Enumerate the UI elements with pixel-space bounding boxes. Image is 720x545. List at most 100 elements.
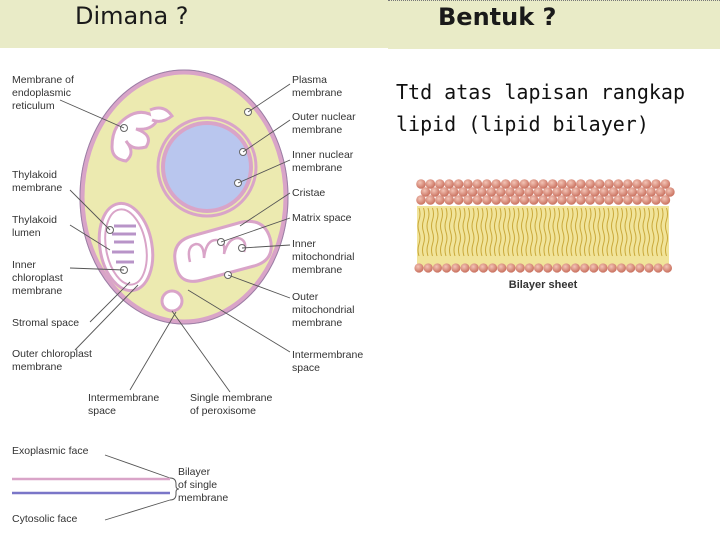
lipid-head bbox=[472, 179, 483, 189]
lipid-head bbox=[632, 179, 642, 189]
lipid-head bbox=[467, 187, 478, 197]
lipid-head bbox=[416, 195, 426, 205]
lipid-head bbox=[510, 195, 520, 205]
lipid-tail bbox=[525, 207, 529, 257]
lipid-head bbox=[627, 187, 638, 197]
lipid-head bbox=[651, 195, 661, 205]
lipid-head bbox=[442, 263, 452, 273]
lipid-tail bbox=[548, 207, 551, 257]
bilayer-tails bbox=[417, 207, 668, 257]
lipid-head bbox=[604, 179, 614, 189]
peroxisome bbox=[160, 289, 184, 313]
lipid-head bbox=[514, 187, 525, 197]
lipid-head bbox=[463, 179, 473, 189]
lipid-head bbox=[653, 263, 663, 273]
right-header-title: Bentuk ? bbox=[438, 3, 557, 31]
lipid-tail bbox=[642, 207, 646, 257]
lipid-tail bbox=[512, 207, 515, 257]
lipid-head bbox=[505, 187, 515, 197]
lipid-tail bbox=[467, 207, 470, 257]
lipid-head bbox=[538, 195, 548, 205]
lipid-head bbox=[515, 263, 525, 273]
lipid-tail bbox=[561, 207, 565, 257]
lipid-tail bbox=[516, 207, 520, 257]
lipid-head bbox=[453, 179, 464, 189]
lipid-tail bbox=[615, 207, 619, 257]
mitochondrion bbox=[173, 219, 273, 283]
lipid-tail bbox=[494, 207, 497, 257]
lipid-head bbox=[576, 179, 586, 189]
lipid-tail bbox=[611, 207, 614, 257]
lipid-tail bbox=[485, 207, 488, 257]
lipid-head bbox=[444, 179, 454, 189]
lipid-tail bbox=[624, 207, 628, 257]
lipid-tail bbox=[593, 207, 596, 257]
lipid-head bbox=[613, 179, 624, 189]
lipid-tail bbox=[629, 207, 632, 257]
lipid-tail bbox=[503, 207, 506, 257]
lipid-head bbox=[632, 195, 642, 205]
lipid-tail bbox=[489, 207, 493, 257]
lipid-head bbox=[604, 195, 614, 205]
lipid-head bbox=[662, 263, 672, 273]
lipid-head bbox=[626, 263, 636, 273]
lipid-tail bbox=[422, 207, 425, 257]
lipid-tail bbox=[431, 207, 434, 257]
nucleus bbox=[161, 121, 253, 213]
lipid-tail bbox=[552, 207, 556, 257]
lipid-head bbox=[414, 263, 424, 273]
lipid-head bbox=[543, 263, 553, 273]
lipid-tail bbox=[579, 207, 583, 257]
lipid-head bbox=[589, 187, 600, 197]
lipid-head bbox=[472, 195, 483, 205]
bilayer-top-heads bbox=[416, 179, 675, 205]
lipid-tail bbox=[651, 207, 655, 257]
lipid-head bbox=[482, 179, 492, 189]
lipid-head bbox=[439, 187, 450, 197]
lipid-head bbox=[453, 195, 464, 205]
nuclear-envelope bbox=[156, 116, 258, 218]
lipid-tail bbox=[543, 207, 547, 257]
lipid-tail bbox=[570, 207, 574, 257]
label-cytosolic-face: Cytosolic face bbox=[12, 513, 78, 525]
lipid-head bbox=[460, 263, 470, 273]
lipid-tail bbox=[458, 207, 461, 257]
right-header-bar: Bentuk ? bbox=[388, 0, 720, 49]
lipid-head bbox=[644, 263, 654, 273]
lipid-tail bbox=[471, 207, 475, 257]
lipid-head bbox=[594, 195, 605, 205]
lipid-head bbox=[598, 263, 608, 273]
lipid-tail bbox=[417, 207, 421, 257]
lipid-head bbox=[506, 263, 516, 273]
lipid-head bbox=[576, 195, 586, 205]
lipid-head bbox=[542, 187, 553, 197]
lipid-head bbox=[585, 195, 595, 205]
lipid-head bbox=[561, 187, 572, 197]
lipid-head bbox=[655, 187, 666, 197]
lipid-head bbox=[444, 195, 454, 205]
lipid-head bbox=[469, 263, 479, 273]
lipid-head bbox=[497, 263, 507, 273]
lipid-tail bbox=[602, 207, 605, 257]
lipid-head bbox=[495, 187, 506, 197]
lipid-head bbox=[534, 263, 544, 273]
lipid-tail bbox=[597, 207, 601, 257]
lipid-tail bbox=[530, 207, 533, 257]
lipid-tail bbox=[620, 207, 623, 257]
lipid-head bbox=[665, 187, 675, 197]
lipid-head bbox=[458, 187, 468, 197]
lipid-head bbox=[557, 179, 567, 189]
lipid-head bbox=[451, 263, 461, 273]
lipid-head bbox=[594, 179, 605, 189]
bilayer-bottom-heads bbox=[414, 263, 672, 273]
lipid-head bbox=[651, 179, 661, 189]
